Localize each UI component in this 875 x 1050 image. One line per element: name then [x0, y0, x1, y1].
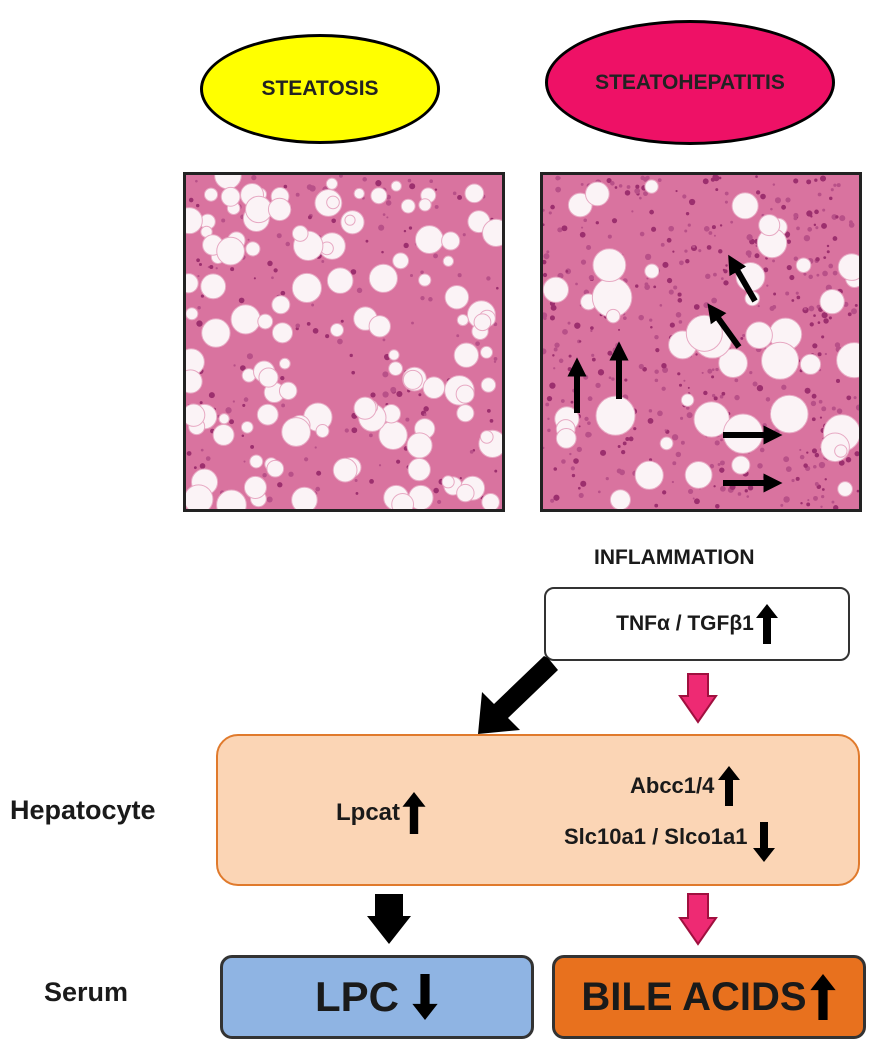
- arrow-up-left-1: [728, 254, 758, 303]
- steatohepatitis-ellipse: STEATOHEPATITIS: [545, 20, 835, 145]
- black-down-arrow: [367, 894, 411, 944]
- hepatocyte-row-label: Hepatocyte: [10, 795, 156, 825]
- bile-acids-box: BILE ACIDS: [552, 955, 866, 1039]
- lpcat-up-arrow-icon: [402, 792, 426, 834]
- lpc-down-arrow-icon: [412, 974, 438, 1020]
- pink-down-arrow-2: [678, 893, 718, 946]
- steatosis-label: STEATOSIS: [261, 77, 379, 100]
- steatohepatitis-label: STEATOHEPATITIS: [595, 70, 785, 94]
- abcc-up-arrow-icon: [718, 766, 741, 806]
- steatosis-histology-texture: [186, 175, 502, 509]
- lpc-box: LPC: [220, 955, 534, 1039]
- black-diagonal-arrow: [478, 656, 558, 734]
- steatosis-ellipse: STEATOSIS: [200, 34, 440, 144]
- arrow-up-left-2: [707, 303, 742, 349]
- lpc-label: LPC: [315, 973, 399, 1020]
- cytokine-box: TNFα / TGFβ1: [544, 587, 850, 661]
- up-arrow-icon: [755, 604, 778, 644]
- inflammation-pointer-arrows: [567, 254, 783, 493]
- transporters-label: Slc10a1 / Slco1a1: [564, 824, 748, 849]
- hepatocyte-box: Lpcat Abcc1/4 Slc10a1 / Slco1a1: [216, 734, 860, 886]
- pink-down-arrow-1: [678, 673, 718, 724]
- abcc-label: Abcc1/4: [630, 773, 715, 798]
- bile-acids-label: BILE ACIDS: [581, 974, 807, 1019]
- inflammation-title: INFLAMMATION: [594, 546, 755, 569]
- transporters-down-arrow-icon: [753, 822, 776, 862]
- serum-row-label: Serum: [44, 977, 129, 1007]
- steatosis-histology-image: [183, 172, 505, 512]
- lpcat-label: Lpcat: [336, 799, 401, 826]
- steatohepatitis-histology-image: [540, 172, 862, 512]
- cytokine-label: TNFα / TGFβ1: [616, 612, 754, 635]
- bile-acids-up-arrow-icon: [809, 974, 836, 1020]
- steatohepatitis-histology-texture: [543, 175, 859, 509]
